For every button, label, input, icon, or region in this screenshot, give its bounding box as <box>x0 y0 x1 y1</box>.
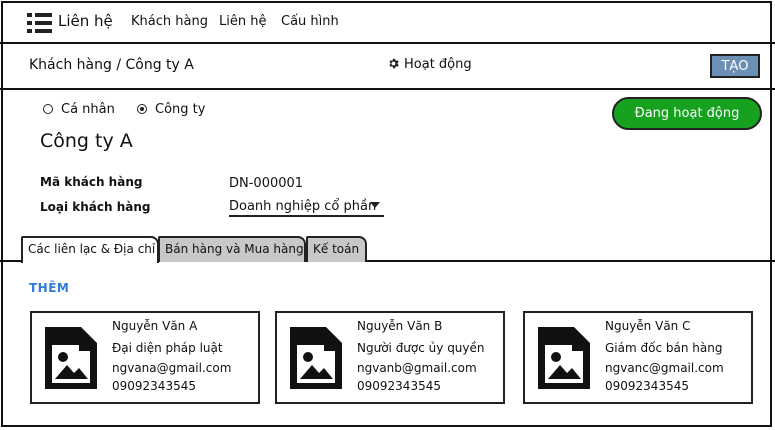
breadcrumb[interactable]: Khách hàng / Công ty A <box>29 57 194 73</box>
tab-accounting[interactable]: Kế toán <box>306 236 367 262</box>
create-button[interactable]: TẠO <box>710 54 760 78</box>
customer-type-value: Doanh nghiệp cổ phần <box>229 199 377 214</box>
contact-email: ngvanc@gmail.com <box>605 361 724 375</box>
radio-individual[interactable]: Cá nhân <box>43 102 115 117</box>
customer-type-label: Loại khách hàng <box>40 200 151 214</box>
customer-code-label: Mã khách hàng <box>40 175 143 189</box>
image-placeholder-icon <box>538 327 590 389</box>
tab-sales-purchases[interactable]: Bán hàng và Mua hàng <box>158 236 306 262</box>
top-nav: Liên hệ Khách hàng Liên hệ Cấu hình <box>0 0 775 44</box>
nav-item-contacts[interactable]: Liên hệ <box>219 14 267 29</box>
radio-label: Cá nhân <box>61 102 115 117</box>
image-placeholder-icon <box>290 327 342 389</box>
contact-role: Giám đốc bán hàng <box>605 341 723 355</box>
contact-role: Đại diện pháp luật <box>112 341 223 355</box>
gear-icon <box>389 58 399 69</box>
activity-label: Hoạt động <box>404 57 472 72</box>
contact-phone: 09092343545 <box>605 379 689 393</box>
page-header: Khách hàng / Công ty A Hoạt động TẠO <box>0 44 775 90</box>
tab-contacts-addresses[interactable]: Các liên lạc & Địa chỉ <box>21 236 159 263</box>
contact-name: Nguyễn Văn B <box>357 319 443 333</box>
app-title: Liên hệ <box>58 12 113 30</box>
add-contact-link[interactable]: THÊM <box>29 281 70 295</box>
status-button[interactable]: Đang hoạt động <box>612 97 762 130</box>
contact-phone: 09092343545 <box>357 379 441 393</box>
contact-card[interactable]: Nguyễn Văn A Đại diện pháp luật ngvana@g… <box>30 311 260 404</box>
nav-item-settings[interactable]: Cấu hình <box>281 14 339 29</box>
contact-role: Người được ủy quyền <box>357 341 485 355</box>
contact-card[interactable]: Nguyễn Văn B Người được ủy quyền ngvanb@… <box>275 311 505 404</box>
dropdown-caret-icon <box>370 202 380 208</box>
radio-circle-selected[interactable] <box>137 104 147 114</box>
contact-card[interactable]: Nguyễn Văn C Giám đốc bán hàng ngvanc@gm… <box>523 311 753 404</box>
contact-email: ngvanb@gmail.com <box>357 361 477 375</box>
tab-divider <box>0 260 775 262</box>
customer-code-value: DN-000001 <box>229 176 304 191</box>
contact-phone: 09092343545 <box>112 379 196 393</box>
radio-label: Công ty <box>155 102 206 117</box>
image-placeholder-icon <box>45 327 97 389</box>
customer-type-select[interactable]: Doanh nghiệp cổ phần <box>229 195 384 217</box>
company-name: Công ty A <box>40 130 133 152</box>
contact-email: ngvana@gmail.com <box>112 361 232 375</box>
radio-company[interactable]: Công ty <box>137 102 205 117</box>
contact-name: Nguyễn Văn C <box>605 319 691 333</box>
contact-name: Nguyễn Văn A <box>112 319 198 333</box>
menu-icon[interactable] <box>27 13 52 33</box>
activity-button[interactable]: Hoạt động <box>387 57 472 72</box>
radio-circle[interactable] <box>43 104 53 114</box>
nav-item-customers[interactable]: Khách hàng <box>131 14 208 29</box>
